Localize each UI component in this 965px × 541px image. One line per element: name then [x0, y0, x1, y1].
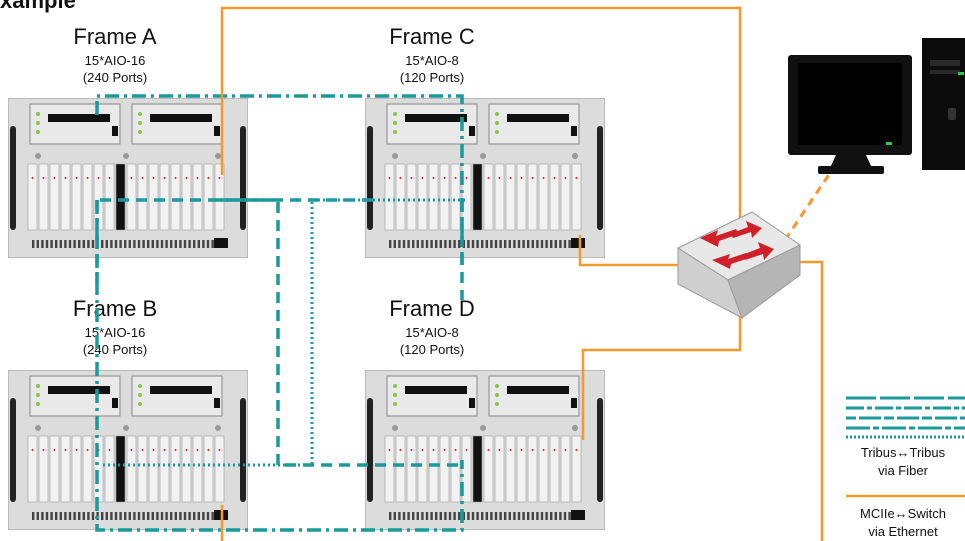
frame-b-title: Frame B [72, 296, 158, 321]
fiber-link-dotted [100, 198, 465, 467]
rack-chassis-icon [365, 370, 605, 530]
frame-d-rack-icon [365, 370, 605, 530]
frame-c-ports: (120 Ports) [399, 70, 465, 85]
ethernet-link [795, 260, 824, 541]
frame-a-model: 15*AIO-16 [84, 53, 146, 68]
frame-a-title: Frame A [73, 24, 157, 49]
frame-a-rack-icon [8, 98, 248, 258]
computer-monitor-icon [788, 55, 912, 174]
rack-chassis-icon [8, 370, 248, 530]
page-heading: xample [0, 0, 76, 13]
frame-b-model: 15*AIO-16 [84, 325, 146, 340]
computer-tower-icon [922, 38, 965, 170]
fiber-link-dashed [100, 198, 462, 467]
frame-b-ports: (240 Ports) [82, 342, 148, 357]
frame-d-ports: (120 Ports) [399, 342, 465, 357]
frame-d-model: 15*AIO-8 [405, 325, 459, 340]
ethernet-link [220, 6, 742, 235]
legend-fiber-label: Tribus↔Tribus [860, 445, 946, 460]
legend-fiber-sublabel: via Fiber [878, 463, 928, 478]
ethernet-link [581, 310, 742, 440]
frame-d-title: Frame D [389, 296, 475, 321]
fiber-link-dashdot [95, 200, 464, 532]
network-switch-icon [676, 211, 801, 320]
legend-ethernet-label: MCIIe↔Switch [860, 506, 946, 521]
legend-ethernet-sublabel: via Ethernet [868, 524, 938, 539]
rack-chassis-icon [8, 98, 248, 258]
fiber-link-dashdot [95, 94, 464, 265]
frame-b-rack-icon [8, 370, 248, 530]
ethernet-link [578, 235, 690, 267]
frame-c-model: 15*AIO-8 [405, 53, 459, 68]
frame-c-title: Frame C [389, 24, 475, 49]
ethernet-link-dashed [783, 169, 834, 241]
frame-a-ports: (240 Ports) [82, 70, 148, 85]
legend-fiber-swatch [846, 396, 965, 439]
